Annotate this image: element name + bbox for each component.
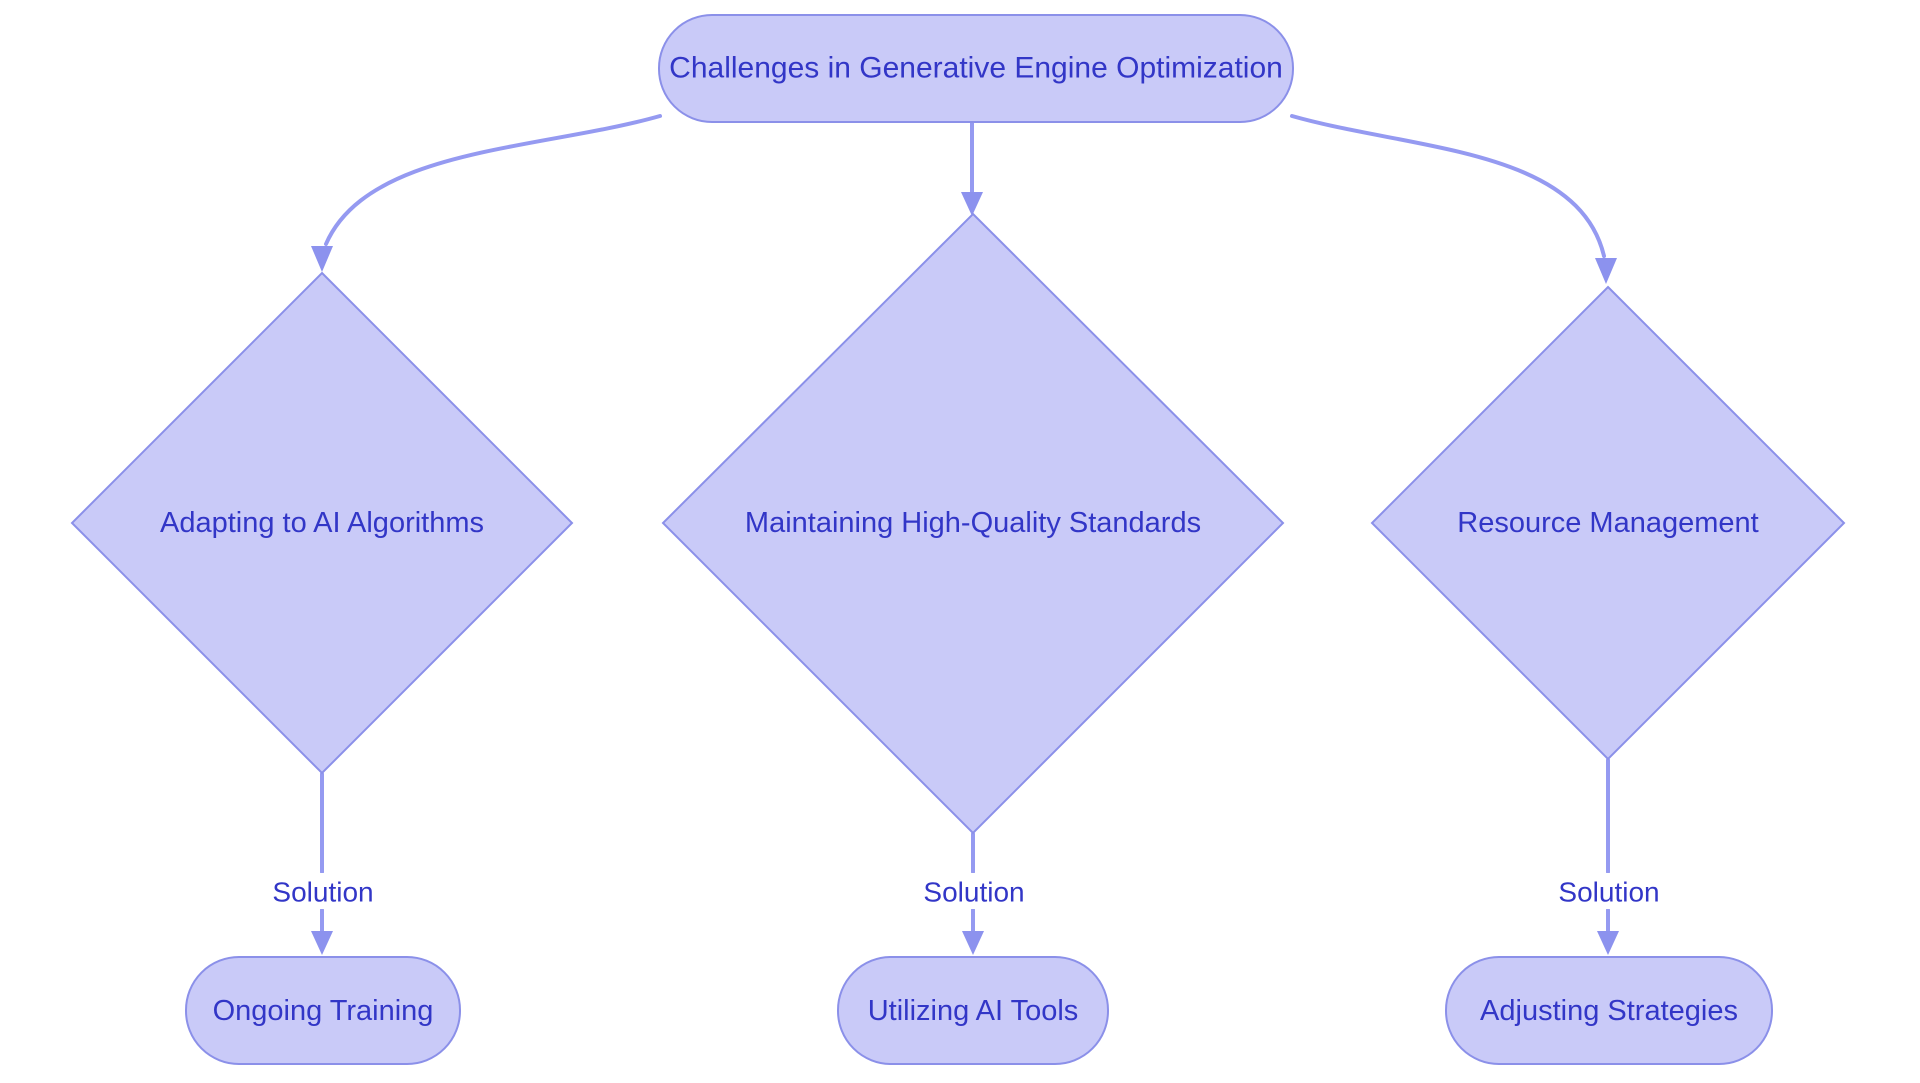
arrowhead-solution-1 bbox=[311, 931, 333, 955]
edges bbox=[320, 114, 1610, 934]
challenge-2-label: Maintaining High-Quality Standards bbox=[745, 507, 1201, 539]
edge-labels: Solution Solution Solution bbox=[262, 873, 1668, 909]
challenge-3-label: Resource Management bbox=[1457, 507, 1758, 539]
edge-label-3-bg bbox=[1548, 873, 1668, 909]
solution-3-label: Adjusting Strategies bbox=[1480, 995, 1738, 1027]
edge-root-to-challenge-3 bbox=[1290, 114, 1606, 258]
edge-label-2: Solution bbox=[923, 877, 1024, 908]
edge-label-1: Solution bbox=[272, 877, 373, 908]
challenge-2-diamond bbox=[661, 212, 1285, 835]
edge-label-1-bg bbox=[262, 873, 382, 909]
solution-1-pill bbox=[185, 956, 461, 1065]
edge-label-2-bg bbox=[913, 873, 1033, 909]
arrowheads bbox=[311, 192, 1619, 955]
challenge-3-diamond bbox=[1370, 285, 1846, 761]
solution-3-pill bbox=[1445, 956, 1773, 1065]
arrowhead-challenge-2 bbox=[961, 192, 983, 216]
arrowhead-solution-3 bbox=[1597, 931, 1619, 955]
edge-root-to-challenge-1 bbox=[324, 114, 662, 246]
challenge-1-label: Adapting to AI Algorithms bbox=[160, 507, 484, 539]
solution-2-label: Utilizing AI Tools bbox=[868, 995, 1079, 1027]
root-node-shape bbox=[658, 14, 1294, 123]
challenge-1-diamond bbox=[70, 271, 574, 775]
root-node-label: Challenges in Generative Engine Optimiza… bbox=[669, 52, 1283, 85]
arrowhead-challenge-1 bbox=[311, 246, 333, 272]
arrowhead-challenge-3 bbox=[1595, 258, 1617, 284]
solution-1-label: Ongoing Training bbox=[213, 995, 434, 1027]
edge-label-3: Solution bbox=[1558, 877, 1659, 908]
arrowhead-solution-2 bbox=[962, 931, 984, 955]
solution-2-pill bbox=[837, 956, 1109, 1065]
